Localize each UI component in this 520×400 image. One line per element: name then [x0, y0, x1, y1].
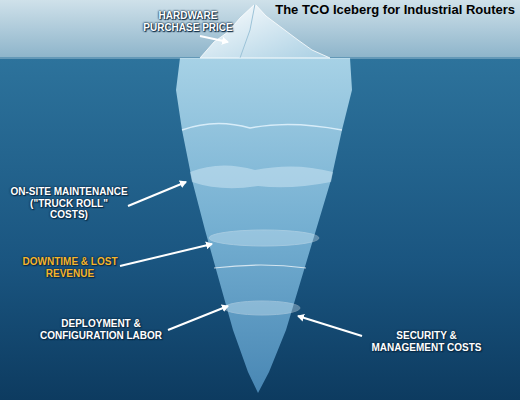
ice-layer	[224, 301, 300, 315]
callout-label: HARDWARE PURCHASE PRICE	[138, 10, 238, 33]
ice-layer	[209, 230, 319, 246]
callout-label: ON-SITE MAINTENANCE ("TRUCK ROLL" COSTS)	[10, 186, 128, 221]
callout-label: DOWNTIME & LOST REVENUE	[22, 256, 118, 279]
ice-layer	[182, 123, 342, 130]
leader-arrow	[200, 36, 228, 42]
leader-arrow	[298, 316, 362, 336]
leader-arrow	[120, 244, 212, 266]
leader-arrow	[128, 182, 186, 206]
ice-layer	[214, 265, 306, 268]
ice-layer	[190, 165, 333, 188]
waterline	[0, 58, 520, 59]
sky	[0, 0, 520, 58]
underwater-ice	[176, 58, 352, 393]
leader-arrow	[168, 306, 228, 330]
callout-label: DEPLOYMENT & CONFIGURATION LABOR	[36, 318, 166, 341]
ice-ridge	[240, 4, 255, 58]
callout-label: SECURITY & MANAGEMENT COSTS	[364, 330, 489, 353]
sea	[0, 57, 520, 400]
diagram-title: The TCO Iceberg for Industrial Routers	[275, 3, 515, 18]
